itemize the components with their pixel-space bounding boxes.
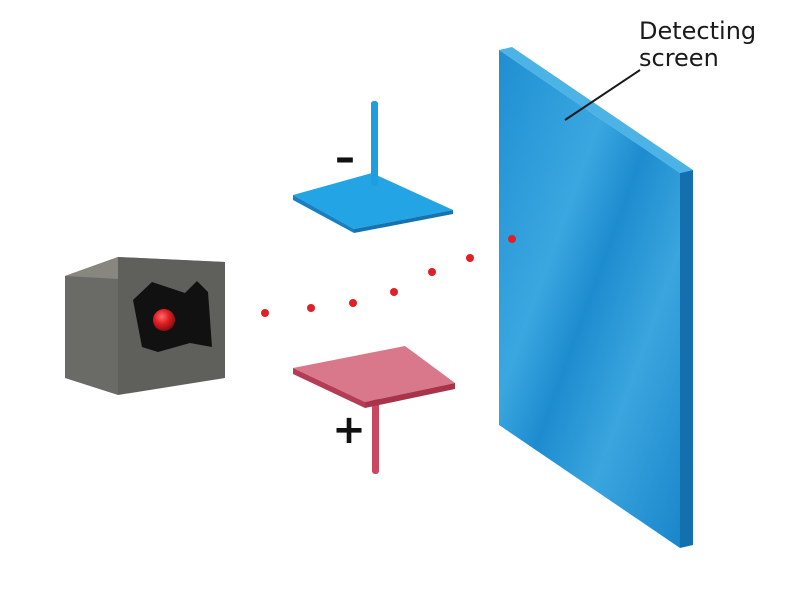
screen-label-line2: screen — [639, 44, 719, 72]
detecting-screen — [499, 47, 693, 548]
trajectory-dot — [349, 299, 357, 307]
negative-plate-rod-top — [371, 101, 378, 186]
trajectory-dot — [390, 288, 398, 296]
label-leader-line — [564, 69, 641, 121]
positive-plate-rod — [372, 388, 379, 474]
positive-plate-top — [293, 346, 455, 402]
negative-plate-edge-left — [293, 195, 354, 233]
positive-plate-edge-right — [365, 383, 455, 408]
particle-trajectory — [261, 254, 474, 317]
positive-plate-edge-left — [293, 368, 365, 408]
trajectory-dot — [307, 304, 315, 312]
negative-plate: – — [293, 101, 453, 233]
negative-plate-edge-right — [354, 210, 453, 233]
source-box-front — [65, 257, 118, 395]
trajectory-dot — [428, 268, 436, 276]
screen-label: Detecting screen — [564, 17, 756, 121]
screen-label-line1: Detecting — [639, 17, 756, 45]
particle-source — [65, 257, 225, 395]
positive-sign: + — [332, 407, 366, 453]
positive-plate: + — [293, 346, 455, 474]
trajectory-dot — [466, 254, 474, 262]
screen-top-edge — [499, 47, 693, 173]
negative-plate-top — [293, 173, 453, 229]
screen-face — [499, 50, 680, 548]
screen-side-edge — [680, 170, 693, 548]
impact-dot — [508, 235, 516, 243]
negative-sign: – — [335, 135, 355, 181]
particle-in-source — [153, 309, 175, 331]
trajectory-dot — [261, 309, 269, 317]
